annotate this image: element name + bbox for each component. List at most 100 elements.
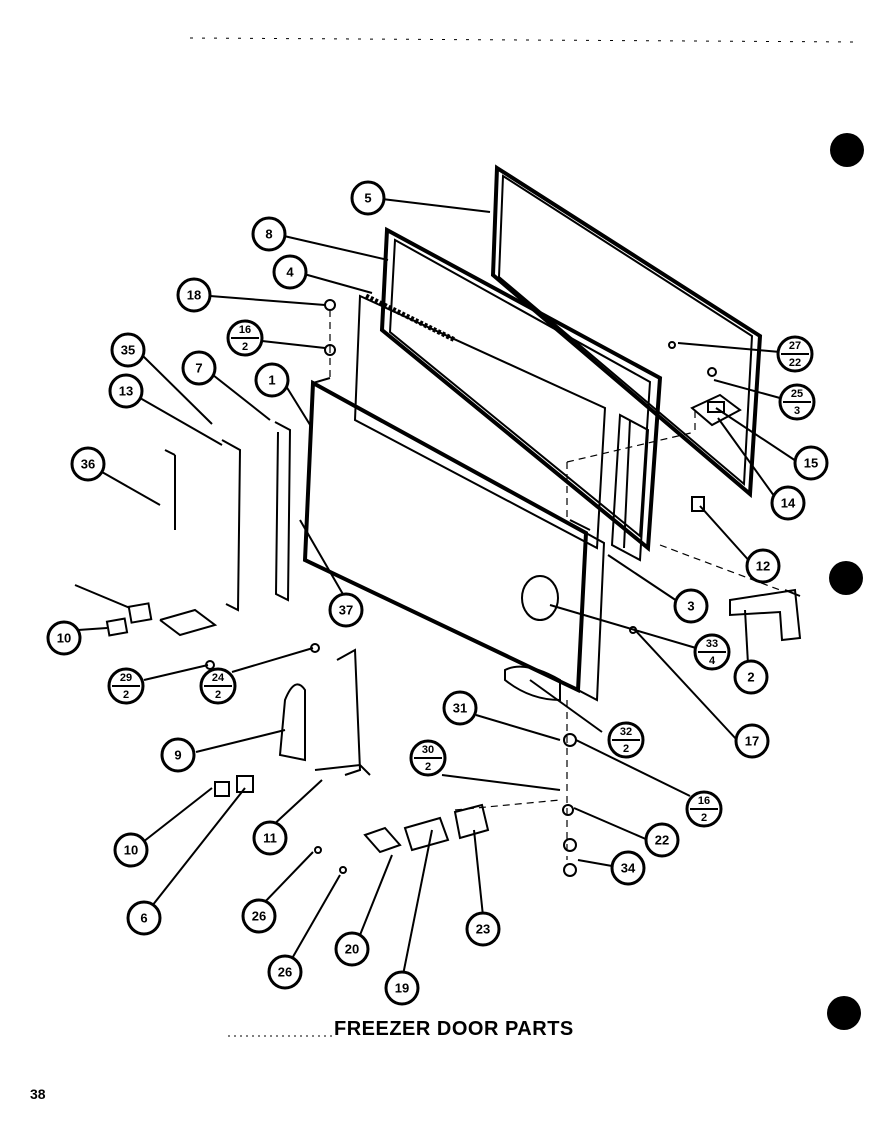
callout-20: 20 [334,931,370,967]
svg-text:35: 35 [121,343,135,358]
callout-15: 15 [793,445,829,481]
part-5-inner-liner [490,164,763,499]
callout-7: 7 [181,350,217,386]
svg-text:32: 32 [620,726,632,738]
svg-text:27: 27 [789,340,801,352]
svg-text:29: 29 [120,672,132,684]
svg-text:8: 8 [265,227,272,242]
callout-5: 5 [350,180,386,216]
svg-text:7: 7 [195,361,202,376]
part-8-gasket [379,226,663,552]
callout-3: 3 [673,588,709,624]
svg-text:3: 3 [794,405,800,417]
svg-text:26: 26 [252,909,266,924]
callout-36: 36 [70,446,106,482]
svg-text:9: 9 [174,748,181,763]
svg-text:17: 17 [745,734,759,749]
part-19-20-23-hinge-plates [363,803,490,854]
page-number: 38 [30,1086,46,1102]
svg-text:19: 19 [395,981,409,996]
svg-text:22: 22 [789,357,801,369]
svg-text:2: 2 [425,761,431,773]
svg-text:37: 37 [339,603,353,618]
callout-2: 2 [733,659,769,695]
svg-text:2: 2 [623,743,629,755]
svg-text:2: 2 [123,689,129,701]
part-11-hinge [314,648,371,776]
svg-text:31: 31 [453,701,467,716]
part-13-side-bracket [164,439,242,612]
callout-22: 22 [644,822,680,858]
callout-34: 34 [610,850,646,886]
punch-hole [827,996,861,1030]
leader-lines [74,198,797,976]
svg-text:10: 10 [57,631,71,646]
svg-text:13: 13 [119,384,133,399]
part-12-tab [691,496,705,512]
callout-11: 11 [252,820,288,856]
part-32-cam [504,665,561,702]
part-10-clip [105,602,254,797]
svg-text:20: 20 [345,942,359,957]
callout-30-2: 302 [409,739,447,777]
svg-text:4: 4 [709,655,716,667]
svg-text:18: 18 [187,288,201,303]
callout-16-2-lower: 162 [685,790,723,828]
svg-text:23: 23 [476,922,490,937]
part-2-hinge-bracket [729,588,802,642]
svg-text:4: 4 [286,265,294,280]
part-9-handle [278,683,306,762]
callout-10: 10 [46,620,82,656]
callout-4: 4 [272,254,308,290]
callout-1: 1 [254,362,290,398]
svg-text:5: 5 [364,191,371,206]
callout-35: 35 [110,332,146,368]
callout-26-lower: 26 [267,954,303,990]
callout-19: 19 [384,970,420,1006]
callout-25-3: 253 [778,383,816,421]
svg-text:26: 26 [278,965,292,980]
callout-14: 14 [770,485,806,521]
callout-12: 12 [745,548,781,584]
svg-text:34: 34 [621,861,636,876]
callout-26: 26 [241,898,277,934]
svg-text:30: 30 [422,744,434,756]
scan-edge-line [189,37,861,43]
svg-text:1: 1 [268,373,275,388]
svg-text:25: 25 [791,388,803,400]
callout-37: 37 [328,592,364,628]
part-7-side-trim [274,421,292,602]
svg-text:33: 33 [706,638,718,650]
svg-text:12: 12 [756,559,770,574]
punch-hole [830,133,864,167]
svg-text:11: 11 [263,831,277,846]
svg-text:14: 14 [781,496,796,511]
svg-text:3: 3 [687,599,694,614]
diagram-title: FREEZER DOOR PARTS [334,1018,574,1040]
svg-text:24: 24 [212,672,225,684]
callout-10-lower: 10 [113,832,149,868]
part-lower-hinge-bracket [159,608,218,637]
svg-text:2: 2 [747,670,754,685]
svg-text:2: 2 [242,341,248,353]
callout-24-2: 242 [199,667,237,705]
callout-17: 17 [734,723,770,759]
callout-13: 13 [108,373,144,409]
svg-text:2: 2 [701,812,707,824]
svg-text:6: 6 [140,911,147,926]
callout-8: 8 [251,216,287,252]
callout-16-2: 162 [226,319,264,357]
punch-hole [829,561,863,595]
callout-6: 6 [126,900,162,936]
callout-31: 31 [442,690,478,726]
svg-text:2: 2 [215,689,221,701]
callout-9: 9 [160,737,196,773]
callout-32-2: 322 [607,721,645,759]
callout-29-2: 292 [107,667,145,705]
callout-33-4: 334 [693,633,731,671]
svg-text:16: 16 [698,795,710,807]
svg-text:10: 10 [124,843,138,858]
svg-text:36: 36 [81,457,95,472]
